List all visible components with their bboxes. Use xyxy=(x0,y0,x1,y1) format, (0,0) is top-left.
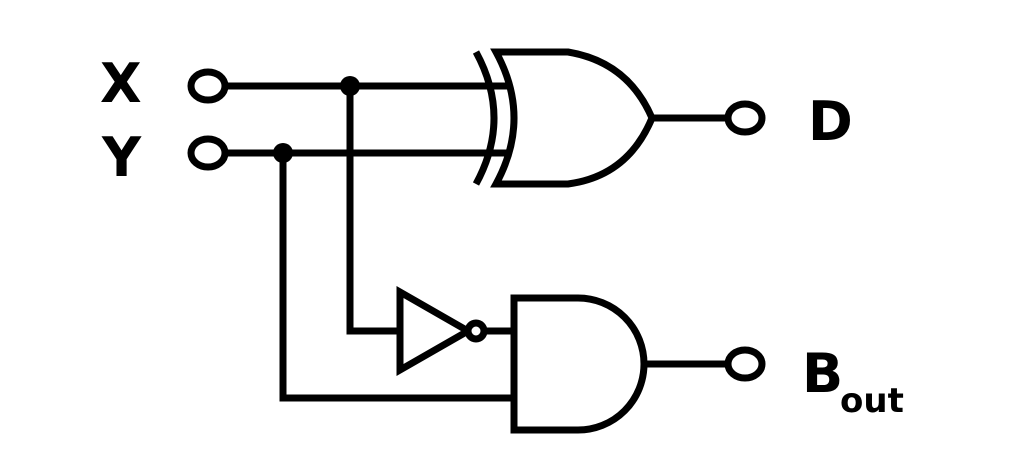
xor-gate-icon xyxy=(472,48,656,188)
output-label-d: D xyxy=(808,90,853,153)
output-terminal-bout[interactable] xyxy=(724,346,766,382)
wire-x-branch-to-not xyxy=(346,86,400,335)
output-terminal-d[interactable] xyxy=(724,100,766,136)
output-label-b: B xyxy=(802,342,843,405)
input-label-y: Y xyxy=(101,126,142,189)
and-gate-icon xyxy=(510,294,648,434)
junction-dot-x xyxy=(340,76,360,96)
input-label-x: X xyxy=(100,52,142,115)
input-terminal-y[interactable] xyxy=(187,135,229,171)
not-gate-icon xyxy=(396,285,488,377)
output-label-b-subscript: out xyxy=(840,381,904,421)
input-terminal-x[interactable] xyxy=(187,68,229,104)
junction-dot-y xyxy=(273,143,293,163)
wire-y-branch-to-and xyxy=(279,153,514,402)
